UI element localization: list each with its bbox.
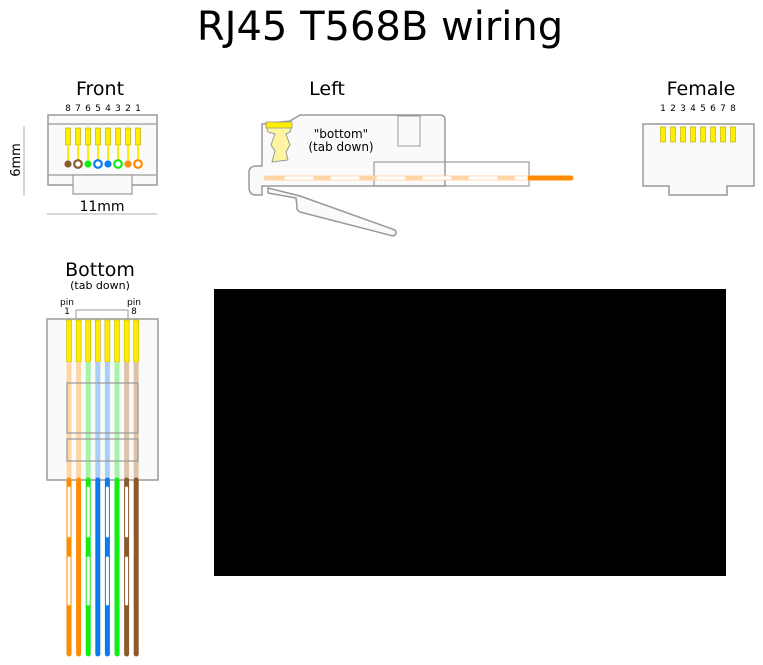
bottom-sublabel: (tab down) xyxy=(70,279,130,292)
female-pin-number: 6 xyxy=(710,104,716,114)
female-pin-number: 3 xyxy=(680,104,686,114)
front-wire-end xyxy=(93,159,103,169)
pin-first-word: pin xyxy=(60,298,74,308)
female-pin-number: 4 xyxy=(690,104,696,114)
front-contact xyxy=(65,127,71,146)
female-contact xyxy=(660,126,666,143)
left-latch-tab xyxy=(267,187,397,237)
female-pin-number: 2 xyxy=(670,104,676,114)
front-contact xyxy=(95,127,101,146)
female-contact xyxy=(690,126,696,143)
front-wire-end xyxy=(104,160,112,168)
left-cable-boot xyxy=(373,161,530,187)
front-wire-end xyxy=(84,160,92,168)
bottom-contact xyxy=(75,319,82,363)
front-contacts xyxy=(65,127,141,160)
front-wire-end xyxy=(73,159,83,169)
front-wire-end xyxy=(133,159,143,169)
front-wire-end xyxy=(64,160,72,168)
front-wire-ends xyxy=(64,159,143,169)
female-pin-number: 8 xyxy=(730,104,736,114)
page-title: RJ45 T568B wiring xyxy=(197,4,563,50)
front-pin-number: 5 xyxy=(95,104,101,114)
female-contact xyxy=(730,126,736,143)
bottom-plug-body xyxy=(46,318,159,481)
bottom-contact xyxy=(114,319,120,363)
bottom-view: Bottom (tab down) pin 1 pin 8 xyxy=(46,259,159,657)
female-label: Female xyxy=(667,78,736,100)
left-plug-body xyxy=(248,114,446,196)
left-view: Left "bottom" (tab down) xyxy=(248,78,574,237)
front-pin-number: 1 xyxy=(135,104,141,114)
front-contact xyxy=(105,127,111,146)
female-contact xyxy=(720,126,726,143)
front-wire-end xyxy=(113,159,123,169)
bottom-wires xyxy=(66,319,139,657)
front-pin-number: 3 xyxy=(115,104,121,114)
front-pin-number: 6 xyxy=(85,104,91,114)
pin-first-number: 1 xyxy=(64,307,70,317)
female-pin-number: 5 xyxy=(700,104,706,114)
front-pin-number: 8 xyxy=(65,104,71,114)
pin-last-word: pin xyxy=(127,298,141,308)
front-pin-number: 2 xyxy=(125,104,131,114)
bottom-contact xyxy=(104,319,111,363)
bottom-contact xyxy=(85,319,91,363)
bottom-crimp-lower xyxy=(66,438,139,462)
female-contact xyxy=(710,126,716,143)
left-contact-top xyxy=(265,121,293,129)
bottom-contact xyxy=(133,319,139,363)
bottom-label: Bottom xyxy=(65,259,135,281)
bottom-top-bracket xyxy=(75,309,129,320)
front-contact xyxy=(125,127,131,146)
front-tab xyxy=(72,174,133,195)
female-contact xyxy=(670,126,676,143)
width-dimension-label: 11mm xyxy=(79,199,124,215)
front-contact xyxy=(85,127,91,146)
left-inner-block xyxy=(397,115,421,147)
female-contacts xyxy=(660,126,736,143)
female-contact xyxy=(680,126,686,143)
left-note-line1: "bottom" xyxy=(314,127,368,141)
bottom-contact xyxy=(123,319,130,363)
female-contact xyxy=(700,126,706,143)
front-label: Front xyxy=(76,78,124,100)
front-contact xyxy=(115,127,121,146)
front-contact xyxy=(75,127,81,146)
front-wire-end xyxy=(124,160,132,168)
height-dimension-label: 6mm xyxy=(9,143,24,177)
bottom-crimp-upper xyxy=(66,382,139,434)
bottom-contact xyxy=(66,319,72,363)
front-pin-number: 7 xyxy=(75,104,81,114)
female-pin-number: 1 xyxy=(660,104,666,114)
bottom-contact xyxy=(95,319,101,363)
black-panel xyxy=(214,289,726,576)
front-pin-number: 4 xyxy=(105,104,111,114)
female-pin-number: 7 xyxy=(720,104,726,114)
left-note-line2: (tab down) xyxy=(308,140,373,154)
female-jack-outline xyxy=(642,123,755,196)
left-label: Left xyxy=(309,78,345,100)
pin-last-number: 8 xyxy=(131,307,137,317)
front-contact xyxy=(135,127,141,146)
left-contact-blade xyxy=(265,124,293,163)
